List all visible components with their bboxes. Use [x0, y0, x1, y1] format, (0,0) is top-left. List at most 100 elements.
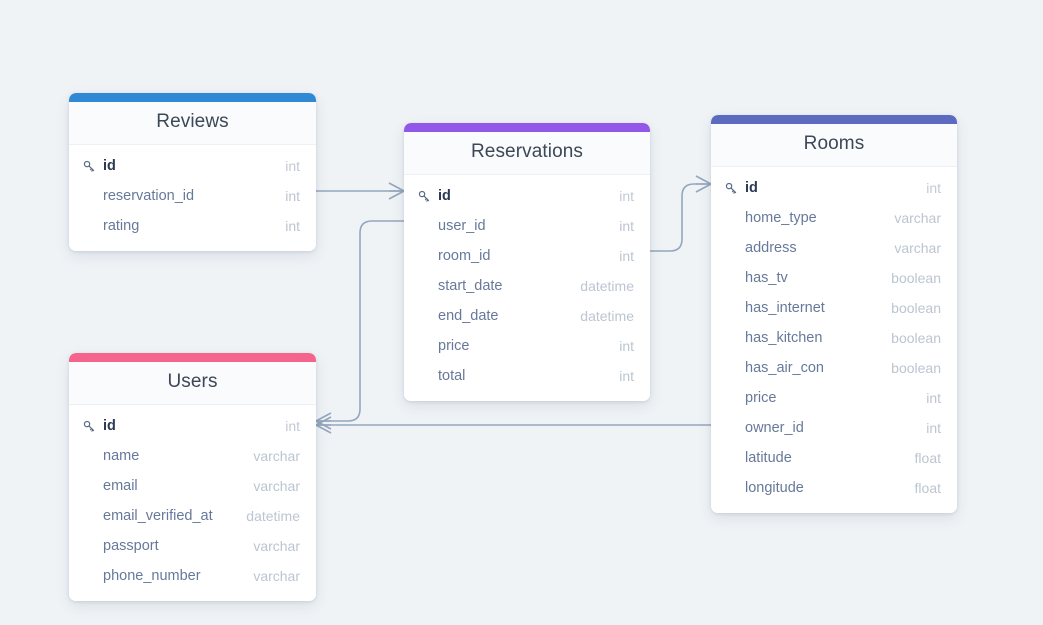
column-type: varchar: [894, 210, 941, 226]
column-row[interactable]: email_verified_at datetime: [69, 501, 316, 531]
relationship-reviews-reservations: [316, 182, 405, 200]
relationship-users-reservations: [315, 220, 404, 430]
key-icon-placeholder: [725, 481, 741, 495]
column-name: price: [745, 390, 777, 406]
key-icon-placeholder: [83, 569, 99, 583]
key-icon: [418, 189, 434, 203]
column-name: end_date: [438, 308, 499, 324]
crows-foot-icon: [315, 416, 332, 434]
column-name: rating: [103, 218, 140, 234]
key-icon-placeholder: [725, 361, 741, 375]
column-type: datetime: [580, 308, 634, 324]
column-name: email: [103, 478, 138, 494]
relationship-line: [316, 220, 404, 422]
column-name: name: [103, 448, 140, 464]
column-row[interactable]: has_tv boolean: [711, 263, 957, 293]
table-accent-bar: [404, 123, 650, 132]
key-icon-placeholder: [725, 301, 741, 315]
column-name: has_tv: [745, 270, 788, 286]
crows-foot-icon: [315, 412, 332, 430]
column-row[interactable]: total int: [404, 361, 650, 391]
relationship-reservations-rooms: [650, 175, 712, 252]
column-row[interactable]: id int: [69, 411, 316, 441]
column-type: int: [619, 218, 634, 234]
column-name: longitude: [745, 480, 804, 496]
key-icon-placeholder: [418, 309, 434, 323]
key-icon-placeholder: [83, 219, 99, 233]
erd-table-users[interactable]: Users id int name varchar email varchar email_v…: [69, 353, 316, 601]
key-icon-placeholder: [83, 449, 99, 463]
relationship-line: [650, 183, 711, 252]
column-type: int: [285, 418, 300, 434]
table-title: Users: [69, 362, 316, 405]
key-icon: [725, 181, 741, 195]
column-name: room_id: [438, 248, 491, 264]
column-name: address: [745, 240, 797, 256]
column-type: boolean: [891, 270, 941, 286]
column-type: int: [619, 368, 634, 384]
column-row[interactable]: reservation_id int: [69, 181, 316, 211]
column-name: home_type: [745, 210, 817, 226]
column-type: boolean: [891, 300, 941, 316]
key-icon-placeholder: [418, 369, 434, 383]
column-name: user_id: [438, 218, 486, 234]
table-columns: id int name varchar email varchar email_verifi…: [69, 405, 316, 601]
key-icon-placeholder: [83, 539, 99, 553]
column-name: id: [438, 188, 451, 204]
column-name: start_date: [438, 278, 503, 294]
column-name: total: [438, 368, 466, 384]
column-row[interactable]: user_id int: [404, 211, 650, 241]
column-row[interactable]: room_id int: [404, 241, 650, 271]
table-accent-bar: [69, 353, 316, 362]
table-title: Rooms: [711, 124, 957, 167]
column-type: int: [619, 248, 634, 264]
relationship-users-rooms: [315, 416, 711, 434]
column-row[interactable]: name varchar: [69, 441, 316, 471]
column-name: id: [745, 180, 758, 196]
column-type: datetime: [246, 508, 300, 524]
key-icon-placeholder: [725, 451, 741, 465]
table-accent-bar: [711, 115, 957, 124]
column-row[interactable]: email varchar: [69, 471, 316, 501]
table-title: Reviews: [69, 102, 316, 145]
key-icon-placeholder: [725, 391, 741, 405]
column-type: varchar: [253, 448, 300, 464]
key-icon-placeholder: [83, 509, 99, 523]
key-icon-placeholder: [418, 219, 434, 233]
key-icon-placeholder: [725, 421, 741, 435]
key-icon-placeholder: [418, 339, 434, 353]
key-icon-placeholder: [418, 249, 434, 263]
column-name: email_verified_at: [103, 508, 213, 524]
column-row[interactable]: home_type varchar: [711, 203, 957, 233]
key-icon-placeholder: [725, 211, 741, 225]
column-row[interactable]: end_date datetime: [404, 301, 650, 331]
column-name: id: [103, 418, 116, 434]
column-type: int: [285, 188, 300, 204]
column-name: reservation_id: [103, 188, 195, 204]
column-name: passport: [103, 538, 159, 554]
column-type: varchar: [253, 478, 300, 494]
